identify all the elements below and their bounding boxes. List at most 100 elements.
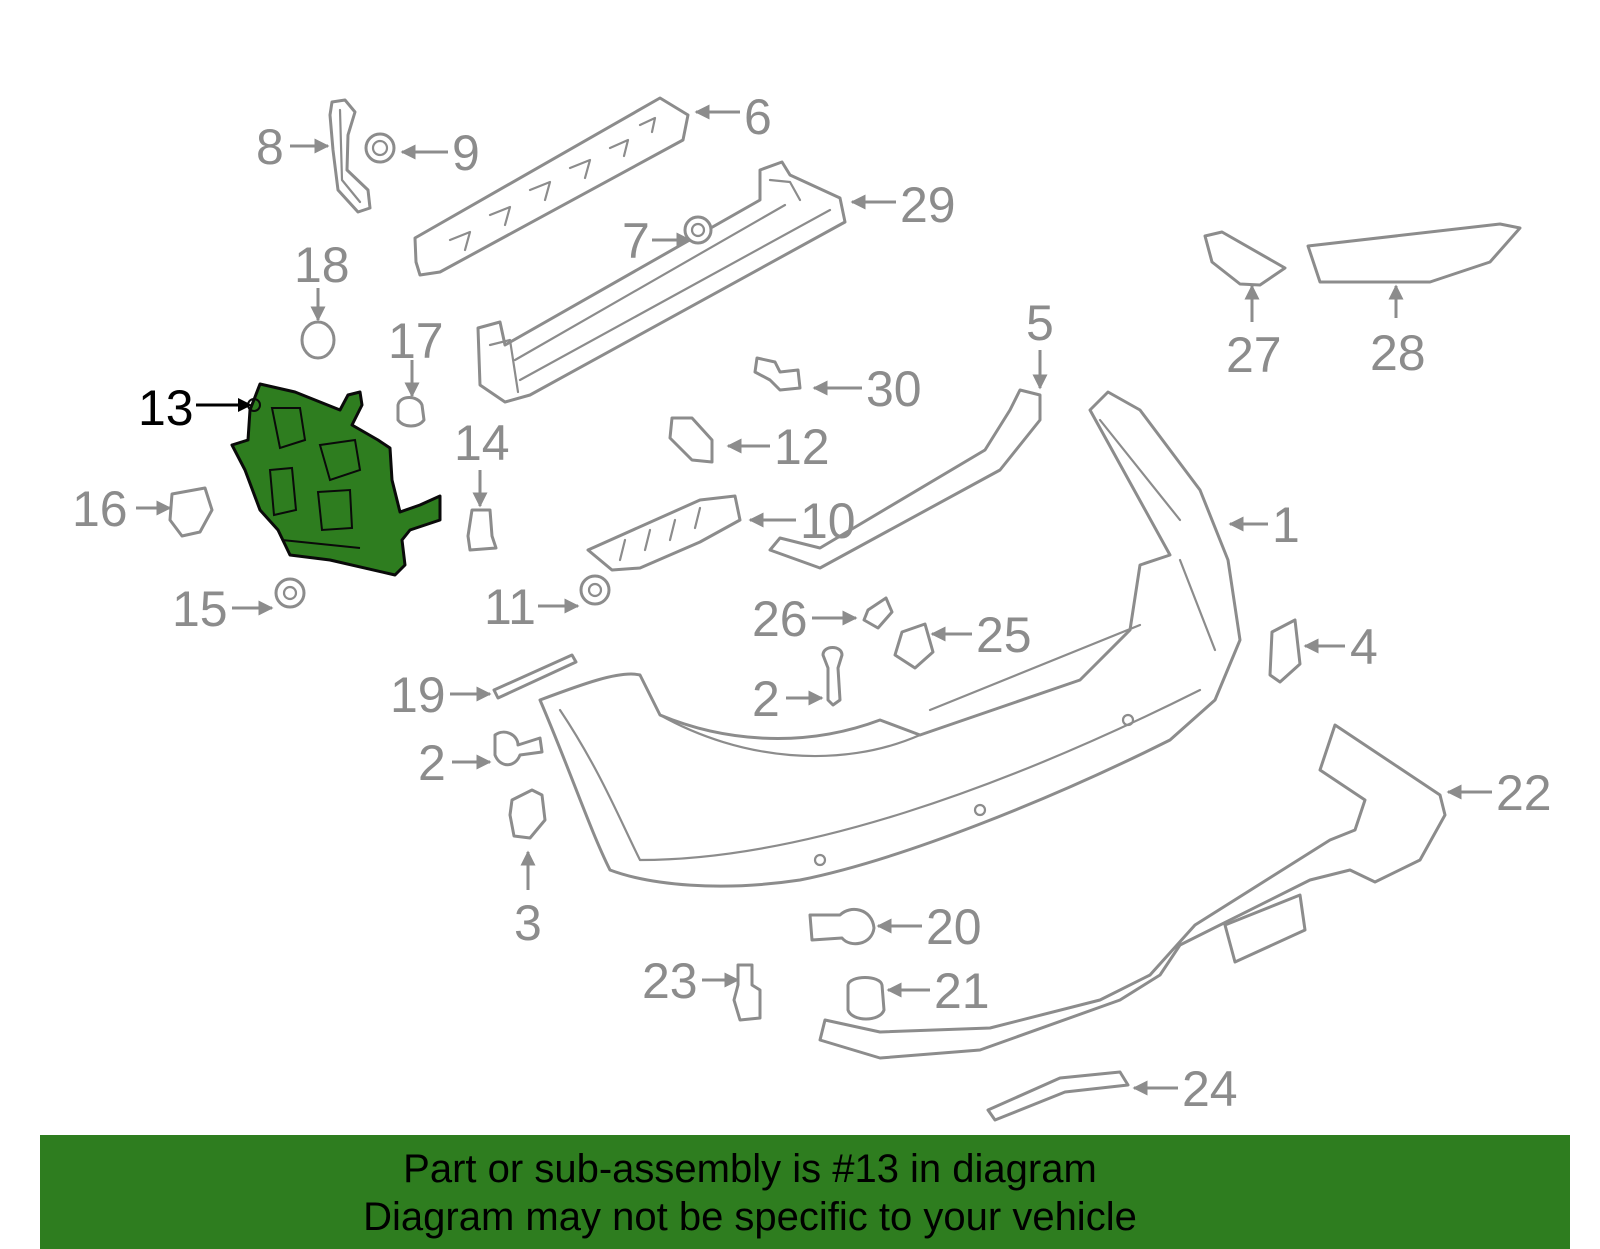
part-10-bracket xyxy=(586,494,742,572)
part-11-nut xyxy=(579,574,611,606)
part-25-clip xyxy=(893,622,935,670)
callout-7[interactable]: 7 xyxy=(622,213,692,269)
callout-28[interactable]: 28 xyxy=(1370,284,1426,381)
part-5-trim xyxy=(768,388,1042,570)
part-26-clip xyxy=(862,596,894,630)
svg-text:1: 1 xyxy=(1272,497,1300,553)
part-6-absorber xyxy=(413,96,690,277)
callout-18[interactable]: 18 xyxy=(294,237,350,322)
callout-30[interactable]: 30 xyxy=(812,361,922,417)
part-3-clip xyxy=(508,788,547,840)
svg-text:27: 27 xyxy=(1226,327,1282,383)
svg-text:8: 8 xyxy=(256,119,284,175)
parts-diagram: 1 2 2 3 4 5 6 7 xyxy=(72,89,1552,1122)
reflectors xyxy=(1203,222,1522,287)
part-4-bracket xyxy=(1268,618,1302,684)
banner-line-1: Part or sub-assembly is #13 in diagram xyxy=(403,1147,1097,1191)
callout-17[interactable]: 17 xyxy=(388,313,444,398)
svg-text:12: 12 xyxy=(774,419,830,475)
part-7-nut xyxy=(683,215,713,245)
svg-text:24: 24 xyxy=(1182,1061,1238,1117)
svg-text:30: 30 xyxy=(866,361,922,417)
callout-19[interactable]: 19 xyxy=(390,667,492,723)
part-8-bracket xyxy=(328,98,372,214)
callout-11[interactable]: 11 xyxy=(484,579,580,635)
svg-text:2: 2 xyxy=(418,735,446,791)
callout-14[interactable]: 14 xyxy=(454,415,510,508)
svg-text:22: 22 xyxy=(1496,765,1552,821)
part-15-nut xyxy=(274,577,306,609)
svg-text:21: 21 xyxy=(934,963,990,1019)
callout-21[interactable]: 21 xyxy=(886,963,990,1019)
part-1-bumper-cover xyxy=(538,390,1242,888)
svg-text:11: 11 xyxy=(484,579,536,635)
small-fasteners xyxy=(274,132,844,1022)
banner-line-2: Diagram may not be specific to your vehi… xyxy=(363,1195,1137,1239)
callouts: 1 2 2 3 4 5 6 7 xyxy=(72,89,1552,1117)
svg-text:25: 25 xyxy=(976,607,1032,663)
part-30-bolt xyxy=(753,356,802,392)
callout-10[interactable]: 10 xyxy=(748,493,856,549)
svg-text:17: 17 xyxy=(388,313,444,369)
part-28-reflector xyxy=(1306,222,1522,284)
part-12-clip xyxy=(668,416,714,464)
part-17-clip xyxy=(396,396,426,428)
callout-26[interactable]: 26 xyxy=(752,591,858,647)
callout-27[interactable]: 27 xyxy=(1226,284,1282,383)
part-23-bolt xyxy=(732,963,762,1022)
svg-text:13: 13 xyxy=(138,380,194,436)
svg-text:6: 6 xyxy=(744,89,772,145)
svg-text:3: 3 xyxy=(514,895,542,951)
callout-1[interactable]: 1 xyxy=(1228,497,1300,553)
svg-text:15: 15 xyxy=(172,581,228,637)
part-22-valance xyxy=(818,723,1447,1060)
part-24-strip xyxy=(986,1070,1130,1122)
plate-recess xyxy=(1223,893,1307,964)
info-banner: Part or sub-assembly is #13 in diagram D… xyxy=(40,1135,1570,1249)
svg-text:9: 9 xyxy=(452,125,480,181)
callout-8[interactable]: 8 xyxy=(256,119,330,175)
svg-text:7: 7 xyxy=(622,213,650,269)
part-13-bracket-highlighted xyxy=(230,382,442,577)
callout-23[interactable]: 23 xyxy=(642,953,740,1009)
part-20-sensor xyxy=(808,907,876,946)
callout-24[interactable]: 24 xyxy=(1132,1061,1238,1117)
part-2-screw-lower xyxy=(493,730,544,767)
callout-2-upper[interactable]: 2 xyxy=(752,671,824,727)
callout-3[interactable]: 3 xyxy=(514,850,542,951)
part-9-nut xyxy=(364,132,396,164)
part-18-plug xyxy=(300,320,336,360)
svg-text:10: 10 xyxy=(800,493,856,549)
part-16-clip xyxy=(168,486,214,538)
callout-25[interactable]: 25 xyxy=(930,607,1032,663)
svg-text:20: 20 xyxy=(926,899,982,955)
part-27-reflector xyxy=(1203,230,1287,287)
svg-text:18: 18 xyxy=(294,237,350,293)
callout-5[interactable]: 5 xyxy=(1026,295,1054,390)
part-29-reinforcement xyxy=(476,160,847,404)
part-14-push-pin xyxy=(466,508,498,552)
callout-9[interactable]: 9 xyxy=(400,125,480,181)
svg-text:4: 4 xyxy=(1350,619,1378,675)
callout-16[interactable]: 16 xyxy=(72,481,172,537)
callout-22[interactable]: 22 xyxy=(1446,765,1552,821)
part-21-sensor-bezel xyxy=(846,976,886,1021)
svg-text:5: 5 xyxy=(1026,295,1054,351)
svg-text:14: 14 xyxy=(454,415,510,471)
callout-4[interactable]: 4 xyxy=(1303,619,1378,675)
callout-12[interactable]: 12 xyxy=(726,419,830,475)
svg-text:23: 23 xyxy=(642,953,698,1009)
svg-text:29: 29 xyxy=(900,177,956,233)
callout-13[interactable]: 13 xyxy=(138,380,252,436)
svg-text:26: 26 xyxy=(752,591,808,647)
clips xyxy=(168,416,1302,840)
callout-29[interactable]: 29 xyxy=(850,177,956,233)
callout-15[interactable]: 15 xyxy=(172,581,274,637)
svg-text:28: 28 xyxy=(1370,325,1426,381)
callout-6[interactable]: 6 xyxy=(694,89,772,145)
part-2-screw-upper xyxy=(821,646,844,707)
svg-text:16: 16 xyxy=(72,481,128,537)
callout-20[interactable]: 20 xyxy=(876,899,982,955)
callout-2-lower[interactable]: 2 xyxy=(418,735,492,791)
svg-text:2: 2 xyxy=(752,671,780,727)
